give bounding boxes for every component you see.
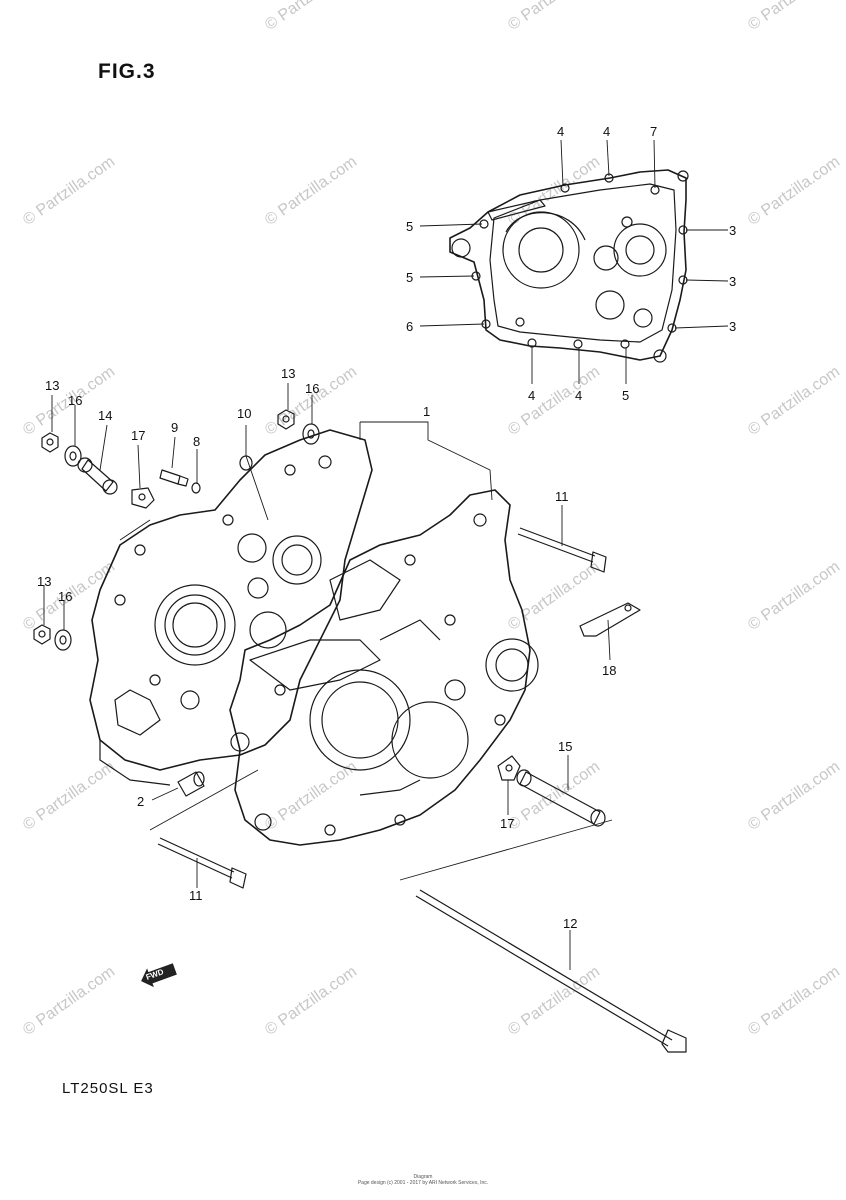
bolt-11-top xyxy=(517,527,607,573)
callout-3[interactable]: 3 xyxy=(729,274,736,289)
callout-13[interactable]: 13 xyxy=(281,366,295,381)
callout-2[interactable]: 2 xyxy=(137,794,144,809)
callout-1[interactable]: 1 xyxy=(423,404,430,419)
footer-line-2: Page design (c) 2001 - 2017 by ARI Netwo… xyxy=(357,1180,489,1186)
washer-16-left-bottom xyxy=(54,629,72,651)
callout-7[interactable]: 7 xyxy=(650,124,657,139)
forward-arrow-icon: FWD xyxy=(138,959,179,990)
callout-16[interactable]: 16 xyxy=(68,393,82,408)
crankcase-assembly xyxy=(89,429,539,846)
callout-13[interactable]: 13 xyxy=(37,574,51,589)
callout-18[interactable]: 18 xyxy=(602,663,616,678)
plate-17-left xyxy=(131,487,155,509)
bolt-11-bottom xyxy=(157,837,247,889)
bushing-14 xyxy=(77,457,118,495)
switch-9 xyxy=(159,469,189,487)
dowel-2 xyxy=(177,771,205,797)
nut-13-top xyxy=(277,409,295,430)
plate-17-right xyxy=(497,755,521,781)
leader-lines xyxy=(43,139,729,970)
callout-13[interactable]: 13 xyxy=(45,378,59,393)
callout-5[interactable]: 5 xyxy=(622,388,629,403)
nut-13-left-top xyxy=(41,432,59,453)
callout-17[interactable]: 17 xyxy=(500,816,514,831)
callout-3[interactable]: 3 xyxy=(729,223,736,238)
callout-17[interactable]: 17 xyxy=(131,428,145,443)
callout-9[interactable]: 9 xyxy=(171,420,178,435)
callout-5[interactable]: 5 xyxy=(406,270,413,285)
callout-4[interactable]: 4 xyxy=(557,124,564,139)
callout-14[interactable]: 14 xyxy=(98,408,112,423)
model-code: LT250SL E3 xyxy=(62,1080,154,1097)
callout-11[interactable]: 11 xyxy=(555,489,569,504)
callout-4[interactable]: 4 xyxy=(603,124,610,139)
bushing-15 xyxy=(516,769,606,827)
callout-6[interactable]: 6 xyxy=(406,319,413,334)
nut-13-left-bottom xyxy=(33,624,51,645)
callout-16[interactable]: 16 xyxy=(58,589,72,604)
callout-4[interactable]: 4 xyxy=(575,388,582,403)
washer-16-top xyxy=(302,423,320,445)
callout-10[interactable]: 10 xyxy=(237,406,251,421)
callout-5[interactable]: 5 xyxy=(406,219,413,234)
stud-bolt-12 xyxy=(415,889,687,1053)
callout-12[interactable]: 12 xyxy=(563,916,577,931)
washer-16-left-top xyxy=(64,445,82,467)
callout-15[interactable]: 15 xyxy=(558,739,572,754)
callout-4[interactable]: 4 xyxy=(528,388,535,403)
crankcase-gasket-inset xyxy=(449,169,689,363)
callout-11[interactable]: 11 xyxy=(189,888,203,903)
washer-8 xyxy=(191,482,201,494)
figure-title: FIG.3 xyxy=(98,60,156,83)
bracket-18 xyxy=(579,602,641,637)
callout-16[interactable]: 16 xyxy=(305,381,319,396)
page-footer: Diagram Page design (c) 2001 - 2017 by A… xyxy=(0,1174,846,1186)
callout-3[interactable]: 3 xyxy=(729,319,736,334)
callout-8[interactable]: 8 xyxy=(193,434,200,449)
footer-line-1: Diagram xyxy=(413,1174,433,1180)
